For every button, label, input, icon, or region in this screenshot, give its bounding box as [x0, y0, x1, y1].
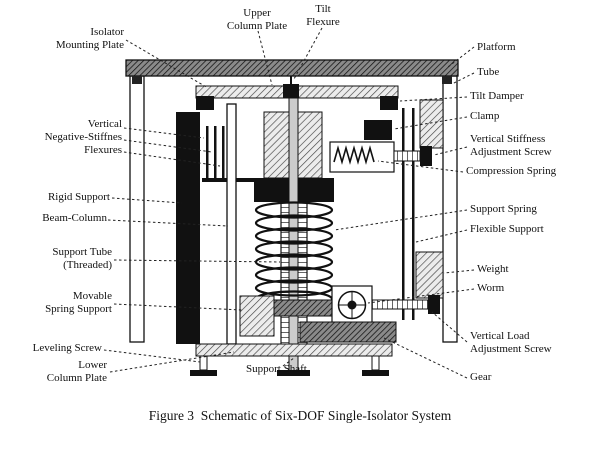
- movable-spring-support-shape: [239, 295, 337, 337]
- leader-leveling-screw: [103, 349, 201, 363]
- label-compression-spring: Compression Spring: [466, 165, 557, 177]
- label-upper-column-plate: Upper Column Plate: [226, 7, 288, 32]
- beam-column-shape: [226, 103, 237, 345]
- label-platform: Platform: [477, 41, 516, 53]
- leader-lines: [103, 27, 475, 379]
- label-gear: Gear: [470, 371, 492, 383]
- label-tilt-damper: Tilt Damper: [470, 90, 524, 102]
- leader-compression-spring: [377, 160, 464, 173]
- leader-support-spring: [333, 209, 468, 231]
- label-worm: Worm: [477, 282, 505, 294]
- leader-flexure-1: [123, 127, 205, 139]
- leader-flexible-support: [415, 229, 468, 243]
- leader-weight: [443, 269, 475, 274]
- weight-shape: [415, 251, 444, 299]
- label-lower-column-plate: Lower Column Plate: [46, 359, 107, 384]
- leader-vertical-stiffness-screw: [433, 146, 468, 156]
- leader-tube: [451, 72, 475, 85]
- leader-rigid-support: [111, 197, 183, 204]
- clamp-shape: [364, 120, 392, 140]
- support-shaft-shape: [277, 97, 310, 376]
- support-spring-shape: [254, 201, 334, 308]
- label-vertical-stiffness-adjustment-screw: Vertical Stiffness Adjustment Screw: [470, 133, 552, 158]
- label-flexible-support: Flexible Support: [470, 223, 544, 235]
- label-support-tube-threaded: Support Tube (Threaded): [52, 246, 112, 271]
- lower-column-plate-shape: [195, 343, 393, 357]
- figure-caption: Figure 3 Schematic of Six-DOF Single-Iso…: [148, 408, 452, 423]
- label-rigid-support: Rigid Support: [47, 191, 110, 203]
- vertical-load-screw-shape: [371, 295, 440, 314]
- label-beam-column: Beam-Column: [42, 212, 107, 224]
- leader-gear: [383, 337, 468, 379]
- label-isolator-mounting-plate: Isolator Mounting Plate: [55, 26, 124, 51]
- vertical-stiffness-screw-shape: [393, 146, 432, 166]
- leader-support-shaft: [282, 357, 295, 367]
- leader-flexure-3: [123, 151, 221, 167]
- rigid-support-shape: [176, 112, 200, 344]
- label-tube: Tube: [477, 66, 500, 78]
- upper-column-plate-shape: [195, 76, 399, 110]
- label-tilt-flexure: Tilt Flexure: [306, 3, 340, 28]
- leader-clamp: [393, 116, 468, 130]
- label-movable-spring-support: Movable Spring Support: [45, 290, 112, 315]
- leader-beam-column: [107, 219, 229, 227]
- leader-tilt-damper: [399, 96, 468, 102]
- leader-platform: [447, 46, 475, 68]
- flexible-support-shape: [402, 108, 415, 320]
- leader-upper-column-plate: [257, 30, 273, 86]
- label-leveling-screw: Leveling Screw: [32, 342, 102, 354]
- gear-shape: [299, 321, 397, 343]
- label-clamp: Clamp: [470, 110, 500, 122]
- worm-shape: [331, 285, 373, 325]
- leader-lower-column-plate: [109, 351, 235, 373]
- leader-isolator-mounting-plate: [125, 39, 209, 89]
- label-support-spring: Support Spring: [470, 203, 537, 215]
- label-vertical-load-adjustment-screw: Vertical Load Adjustment Screw: [470, 330, 552, 355]
- leveling-screw-shape: [190, 355, 389, 376]
- compression-spring-shape: [329, 141, 395, 173]
- label-vertical-negative-stiffness-flexures: Vertical Negative-Stiffnes Flexures: [44, 118, 122, 156]
- label-weight: Weight: [477, 263, 509, 275]
- label-support-shaft: Support Shaft: [246, 363, 307, 375]
- leader-movable-spring-support: [113, 303, 243, 311]
